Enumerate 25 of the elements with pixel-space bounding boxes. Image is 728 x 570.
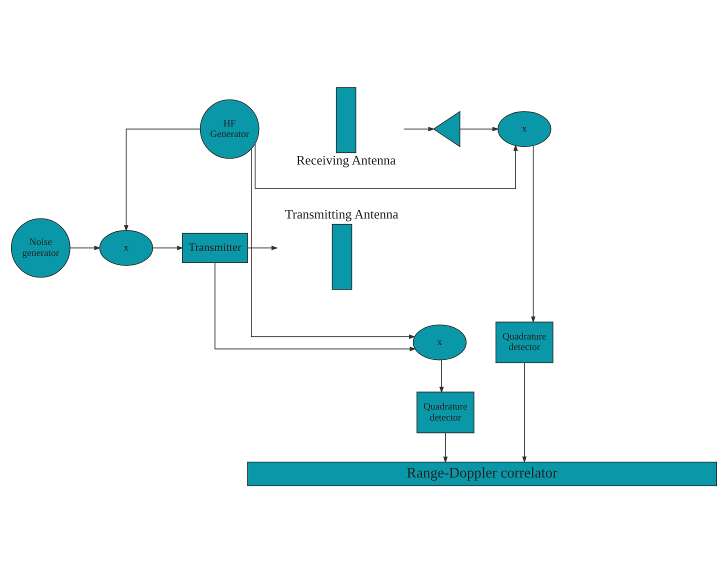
node-box: Range-Doppler correlator [247,462,718,486]
node-circle: Noise generator [10,218,70,278]
arrow [254,143,518,189]
node-circle: HF Generator [200,99,260,159]
arrow [214,262,416,352]
arrow [70,246,101,250]
node-triangle [432,110,460,148]
node-label: Receiving Antenna [296,152,396,168]
arrow [443,432,448,464]
node-box: Transmitter [182,232,248,264]
arrow [404,126,435,132]
node-ellipse: x [99,230,154,266]
arrow [152,246,184,250]
arrow [250,148,416,339]
arrow [439,360,444,394]
arrow [522,362,527,464]
arrow [530,145,536,323]
node-box: Quadrature detector [416,392,474,434]
node-label: Transmitting Antenna [285,206,398,222]
node-ellipse: x [498,111,552,147]
node-ellipse: x [412,324,467,360]
arrow [460,126,499,132]
node-box: Quadrature detector [496,322,554,364]
arrow [247,246,278,250]
arrow [124,128,201,232]
